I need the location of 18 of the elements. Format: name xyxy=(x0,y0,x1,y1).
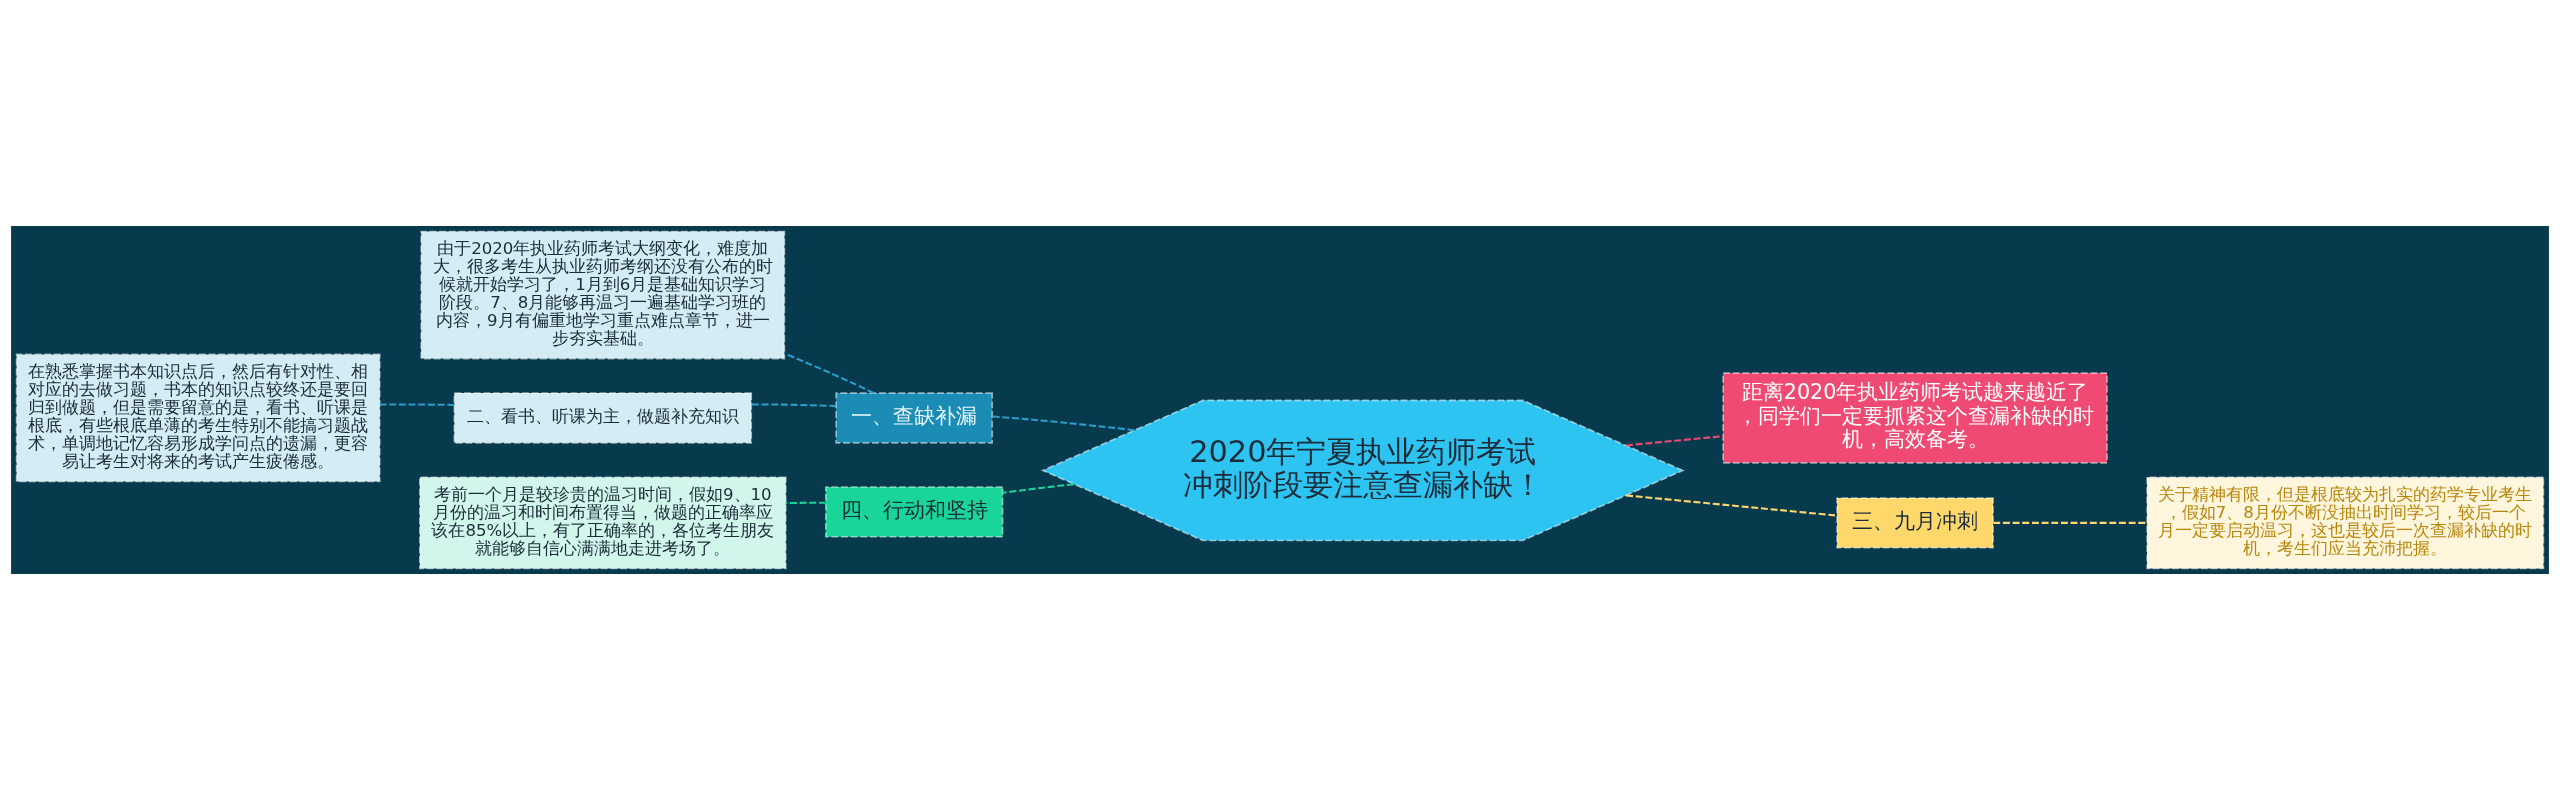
node-box: 由于2020年执业药师考试大纲变化，难度加大，很多考生从执业药师考纲还没有公布的时候就开始学习了，1月到6月是基础知识学习阶段。7、8月能够再温习一遍基础学习班的内容，9月有偏重地学习重点难点章节，进一步夯实基础。 xyxy=(420,230,786,360)
node-box: 一、查缺补漏 xyxy=(835,392,994,444)
node-box: 四、行动和坚持 xyxy=(825,486,1004,538)
node-box: 关于精神有限，但是根底较为扎实的药学专业考生，假如7、8月份不断没抽出时间学习，较后一个月一定要启动温习，这也是较后一次查漏补缺的时机，考生们应当充沛把握。 xyxy=(2146,476,2545,570)
node-box: 二、看书、听课为主，做题补充知识 xyxy=(453,392,753,444)
connector xyxy=(992,415,1135,432)
connector xyxy=(784,352,874,394)
connector xyxy=(1002,483,1075,494)
connector xyxy=(1626,435,1723,447)
node-box: 在熟悉掌握书本知识点后，然后有针对性、相对应的去做习题，书本的知识点较终还是要回归到做题，但是需要留意的是，看书、听课是根底，有些根底单薄的考生特别不能搞习题战术，单调地记忆容易形成学问点的遗漏，更容易让考生对将来的考试产生疲倦感。 xyxy=(15,353,381,483)
connector xyxy=(751,403,837,408)
connector xyxy=(1626,494,1837,517)
node-box: 距离2020年执业药师考试越来越近了，同学们一定要抓紧这个查漏补缺的时机，高效备考。 xyxy=(1722,372,2108,464)
node-box: 三、九月冲刺 xyxy=(1836,497,1994,549)
connector xyxy=(379,403,455,406)
node-box: 考前一个月是较珍贵的温习时间，假如9、10月份的温习和时间布置得当，做题的正确率应该在85%以上，有了正确率的，各位考生朋友就能够自信心满满地走进考场了。 xyxy=(419,476,787,570)
connector xyxy=(1993,521,2147,524)
connector xyxy=(785,501,826,505)
